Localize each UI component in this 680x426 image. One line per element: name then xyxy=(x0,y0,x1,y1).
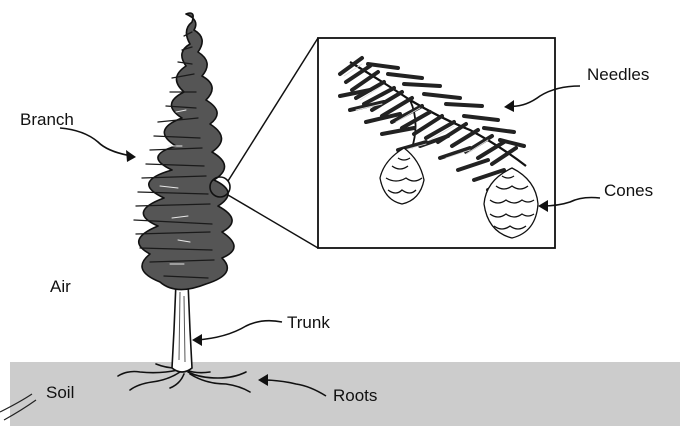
trunk-leader xyxy=(196,321,282,340)
label-needles: Needles xyxy=(587,65,649,84)
branch-arrowhead xyxy=(126,150,136,162)
branch-leader xyxy=(60,128,132,156)
zoom-line-top xyxy=(228,38,318,181)
label-soil: Soil xyxy=(46,383,74,402)
label-air: Air xyxy=(50,277,71,296)
trunk-arrowhead xyxy=(192,334,202,346)
zoom-line-bottom xyxy=(228,195,318,248)
label-branch: Branch xyxy=(20,110,74,129)
label-roots: Roots xyxy=(333,386,377,405)
tree-trunk xyxy=(172,282,192,372)
label-cones: Cones xyxy=(604,181,653,200)
label-trunk: Trunk xyxy=(287,313,330,332)
